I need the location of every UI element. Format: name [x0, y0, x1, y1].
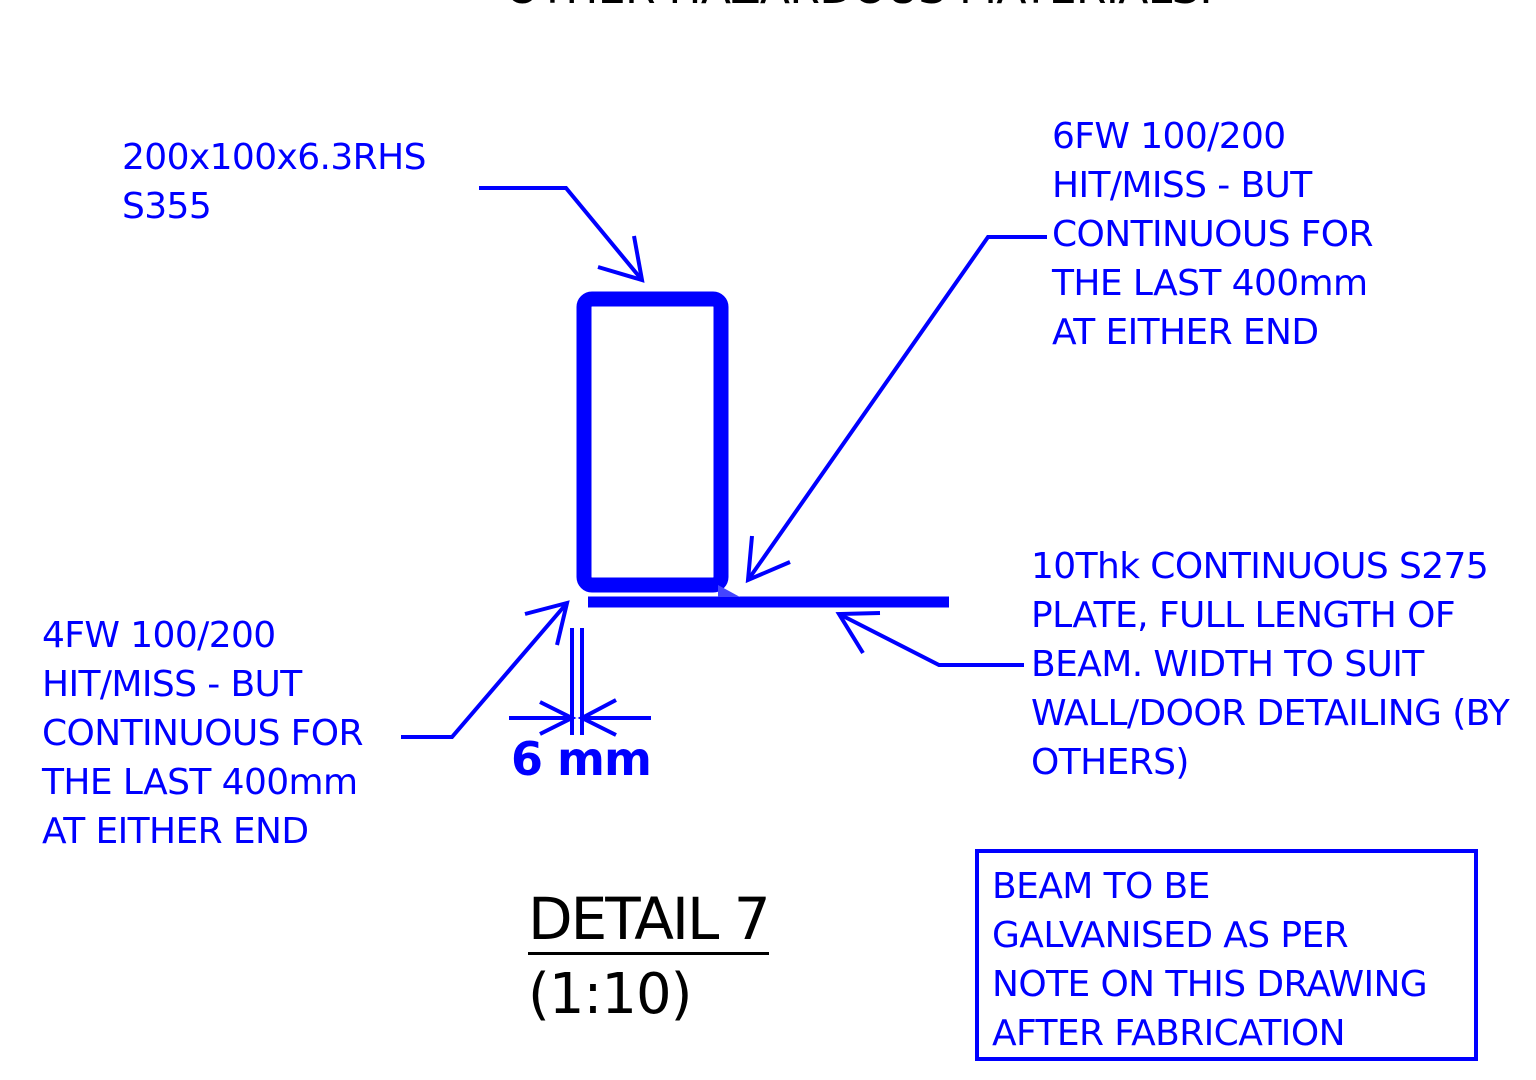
note-plate: 10Thk CONTINUOUS S275 PLATE, FULL LENGTH…: [1031, 542, 1510, 787]
note-rhs-section: 200x100x6.3RHS S355: [122, 133, 426, 231]
note-line: THE LAST 400mm: [1052, 263, 1368, 304]
top-clipped-note: OTHER HAZARDOUS MATERIALS.: [505, 0, 1213, 14]
arrowhead-plate: [835, 611, 881, 655]
note-line: S355: [122, 186, 212, 227]
note-galvanising: BEAM TO BE GALVANISED AS PER NOTE ON THI…: [992, 862, 1474, 1058]
note-weld-4fw: 4FW 100/200 HIT/MISS - BUT CONTINUOUS FO…: [42, 611, 364, 856]
leader-rhs: [479, 186, 644, 282]
note-line: PLATE, FULL LENGTH OF: [1031, 595, 1456, 636]
dim-arrow-left: [539, 700, 577, 736]
note-line: AT EITHER END: [1052, 312, 1319, 353]
leader-plate: [838, 612, 1024, 667]
note-line: HIT/MISS - BUT: [1052, 165, 1312, 206]
note-line: OTHERS): [1031, 742, 1189, 783]
dimension-label: 6 mm: [511, 732, 652, 786]
note-line: AT EITHER END: [42, 811, 309, 852]
note-line: 4FW 100/200: [42, 615, 276, 656]
detail-title: DETAIL 7: [528, 885, 771, 955]
note-line: NOTE ON THIS DRAWING: [992, 964, 1428, 1005]
note-line: CONTINUOUS FOR: [42, 713, 364, 754]
note-weld-6fw: 6FW 100/200 HIT/MISS - BUT CONTINUOUS FO…: [1052, 112, 1374, 357]
detail-scale: (1:10): [528, 962, 692, 1027]
note-line: CONTINUOUS FOR: [1052, 214, 1374, 255]
dim-arrow-right: [577, 698, 617, 737]
weld-fillet: [718, 585, 740, 597]
rhs-section-outline: [576, 291, 729, 593]
leader-weld-6fw: [746, 235, 1047, 582]
arrowhead-rhs: [597, 235, 645, 283]
note-line: 10Thk CONTINUOUS S275: [1031, 546, 1489, 587]
arrowhead-weld-4fw: [524, 600, 570, 646]
note-line: WALL/DOOR DETAILING (BY: [1031, 693, 1510, 734]
note-line: 6FW 100/200: [1052, 116, 1286, 157]
note-line: GALVANISED AS PER: [992, 915, 1349, 956]
note-line: THE LAST 400mm: [42, 762, 358, 803]
note-line: HIT/MISS - BUT: [42, 664, 302, 705]
leader-weld-4fw: [401, 601, 569, 739]
note-line: BEAM. WIDTH TO SUIT: [1031, 644, 1424, 685]
arrowhead-weld-6fw: [745, 535, 791, 584]
note-line: BEAM TO BE: [992, 866, 1210, 907]
note-line: 200x100x6.3RHS: [122, 137, 426, 178]
galvanising-note-box: BEAM TO BE GALVANISED AS PER NOTE ON THI…: [975, 849, 1478, 1061]
note-line: AFTER FABRICATION: [992, 1013, 1346, 1054]
